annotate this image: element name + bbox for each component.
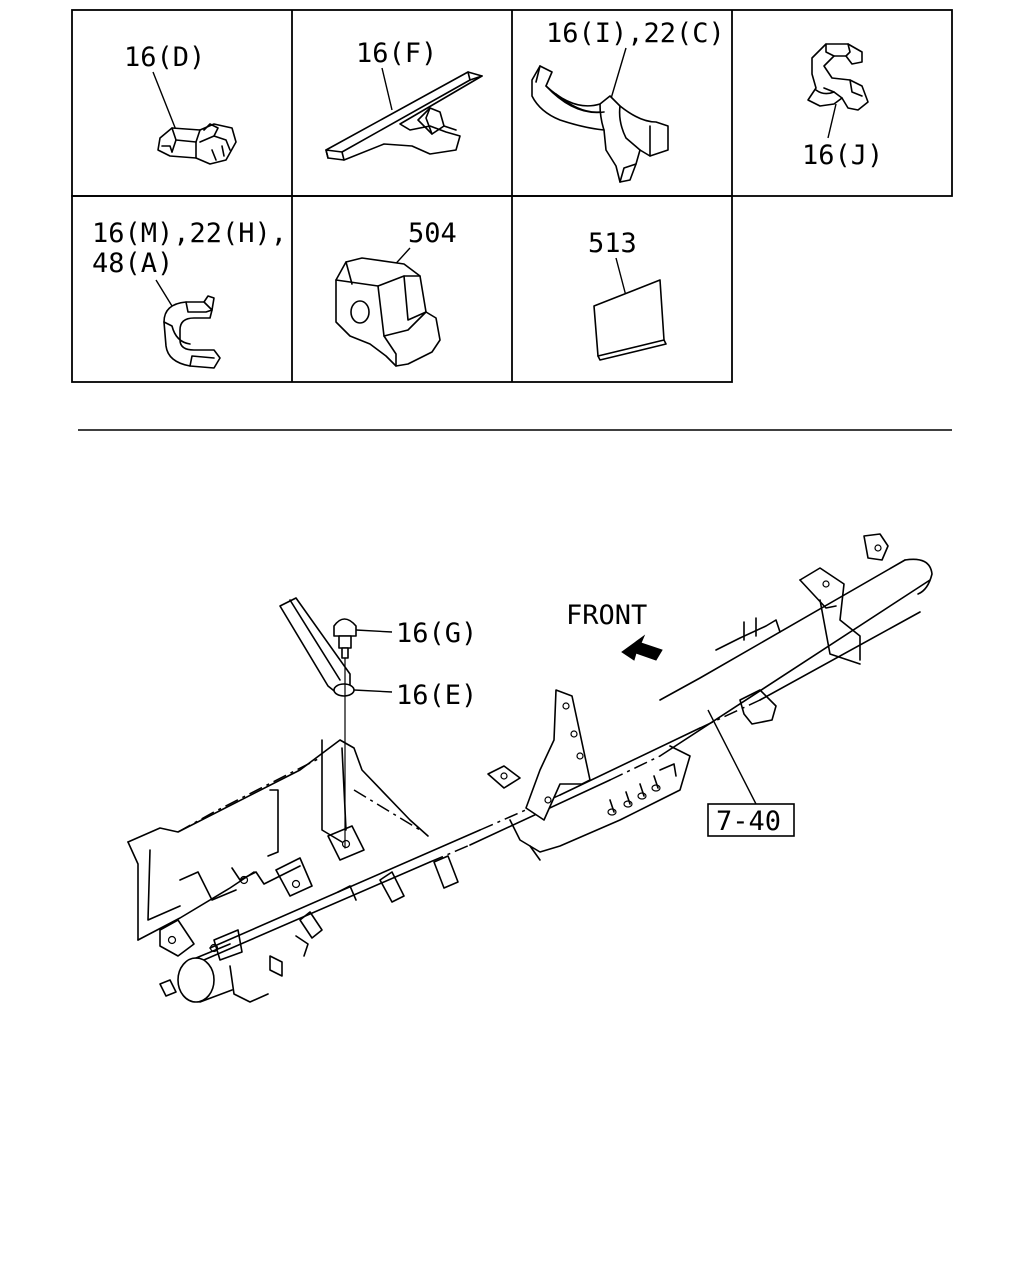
parts-grid <box>71 9 953 383</box>
part-cell-16m-22h-48a: 16(M),22(H), 48(A) <box>92 218 287 369</box>
block-504-icon <box>335 257 441 367</box>
ref-box-label: 7-40 <box>716 806 781 837</box>
part-label-16j: 16(J) <box>802 140 883 171</box>
part-label-513: 513 <box>588 228 637 259</box>
front-label: FRONT <box>566 600 647 631</box>
clip-16d-icon <box>157 123 237 165</box>
clamp-16i-icon <box>531 65 669 183</box>
bolt-16g-icon <box>333 618 357 659</box>
part-label-16m-22h: 16(M),22(H), <box>92 218 287 249</box>
clip-16m-icon <box>163 295 221 369</box>
bracket-16f-icon <box>325 71 483 161</box>
part-label-48a: 48(A) <box>92 248 173 279</box>
part-cell-16d: 16(D) <box>124 42 237 165</box>
main-assembly: FRONT <box>127 533 933 1003</box>
part-cell-16j: 16(J) <box>802 43 883 171</box>
part-cell-16f: 16(F) <box>325 38 483 161</box>
part-cell-16i-22c: 16(I),22(C) <box>531 18 725 183</box>
ref-box-7-40[interactable] <box>707 803 795 837</box>
part-label-16f: 16(F) <box>356 38 437 69</box>
part-label-16i-22c: 16(I),22(C) <box>546 18 725 49</box>
part-cell-504: 504 <box>335 218 457 367</box>
clip-16j-icon <box>807 43 869 111</box>
part-label-16d: 16(D) <box>124 42 205 73</box>
front-arrow-icon <box>621 634 663 661</box>
part-cell-513: 513 <box>588 228 667 361</box>
callout-16e: 16(E) <box>396 680 477 711</box>
part-label-504: 504 <box>408 218 457 249</box>
callout-16g: 16(G) <box>396 618 477 649</box>
sheet-513-icon <box>593 279 667 361</box>
